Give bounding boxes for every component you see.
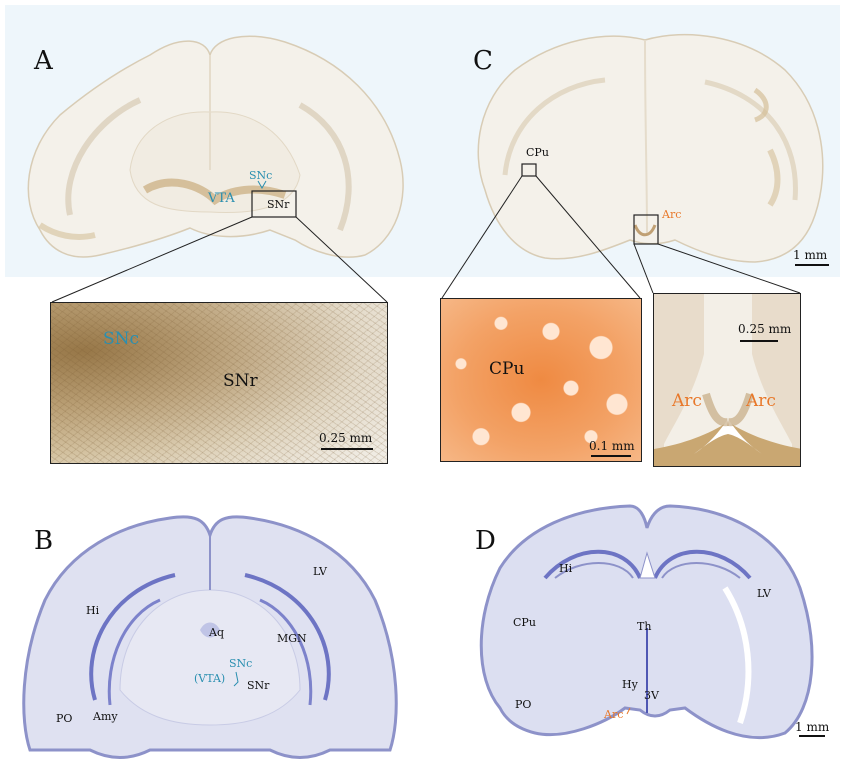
- panel-c-inset-label-arc-left: Arc: [672, 391, 702, 411]
- panel-b-label-aq: Aq: [209, 626, 224, 639]
- panel-a-letter: A: [34, 46, 53, 76]
- panel-d-brain-section: [479, 504, 814, 740]
- panel-c-inset-arc: 0.25 mm Arc Arc: [653, 293, 801, 467]
- panel-d-label-hy: Hy: [622, 678, 638, 691]
- panel-c-brain-section: [441, 33, 824, 299]
- panel-b-brain-section: [22, 515, 398, 759]
- panel-a-inset-label-snr: SNr: [223, 371, 258, 391]
- panel-d-label-arc: Arc: [604, 708, 624, 721]
- panel-b-label-po: PO: [56, 712, 73, 725]
- panel-c: C CPu Arc 1 mm CPu 0.1 mm 0.25 mm Arc Ar…: [425, 0, 845, 470]
- panel-a-inset-label-snc: SNc: [103, 329, 140, 349]
- panel-a-label-vta: VTA: [208, 191, 235, 206]
- panel-d-label-lv: LV: [757, 587, 771, 600]
- panel-a-inset: SNc SNr 0.25 mm: [50, 302, 388, 464]
- panel-c-letter: C: [473, 46, 493, 76]
- panel-b-label-vta: (VTA): [194, 672, 226, 685]
- panel-c-scale-label: 1 mm: [793, 248, 828, 262]
- panel-d-scale-label: 1 mm: [795, 720, 830, 734]
- panel-a-inset-scale-label: 0.25 mm: [319, 431, 373, 445]
- panel-c-label-cpu: CPu: [526, 146, 549, 159]
- panel-c-inset-label-cpu: CPu: [489, 359, 525, 379]
- panel-c-inset-cpu: CPu 0.1 mm: [440, 298, 642, 462]
- panel-a-inset-scale-bar: [321, 448, 373, 450]
- panel-a-label-snc: SNc: [249, 169, 273, 182]
- panel-c-inset-label-arc-right: Arc: [746, 391, 776, 411]
- panel-c-label-arc: Arc: [662, 208, 682, 221]
- panel-c-inset-cpu-scale-bar: [591, 455, 631, 457]
- panel-b-label-mgn: MGN: [277, 632, 307, 645]
- panel-c-scale-bar: [795, 264, 829, 266]
- panel-b-label-lv: LV: [313, 565, 327, 578]
- panel-d-letter: D: [475, 526, 496, 556]
- panel-b: B LV Hi Aq MGN SNc (VTA) SNr PO Amy: [0, 490, 425, 763]
- panel-c-inset-arc-scale-bar: [740, 340, 778, 342]
- panel-d-label-po: PO: [515, 698, 532, 711]
- panel-d-label-th: Th: [637, 620, 652, 633]
- panel-d-label-3v: 3V: [644, 689, 659, 702]
- panel-a-brain-section: [27, 35, 404, 303]
- panel-b-label-snc: SNc: [229, 657, 253, 670]
- panel-c-inset-cpu-scale-label: 0.1 mm: [589, 439, 635, 453]
- panel-a: A SNc VTA SNr SNc SNr 0.25 mm: [0, 0, 425, 470]
- panel-a-label-snr: SNr: [267, 198, 290, 211]
- panel-c-inset-arc-drawing: [654, 294, 800, 466]
- panel-b-label-snr: SNr: [247, 679, 270, 692]
- panel-b-letter: B: [34, 526, 54, 556]
- panel-d-label-hi: Hi: [559, 562, 573, 575]
- panel-c-inset-arc-scale-label: 0.25 mm: [738, 322, 792, 336]
- panel-b-label-amy: Amy: [93, 710, 118, 723]
- panel-b-label-hi: Hi: [86, 604, 100, 617]
- panel-d: D Hi LV CPu Th Hy 3V PO Arc 1 mm: [425, 478, 845, 763]
- panel-a-inset-fibers: [51, 303, 387, 463]
- panel-d-label-cpu: CPu: [513, 616, 536, 629]
- panel-d-scale-bar: [799, 735, 825, 737]
